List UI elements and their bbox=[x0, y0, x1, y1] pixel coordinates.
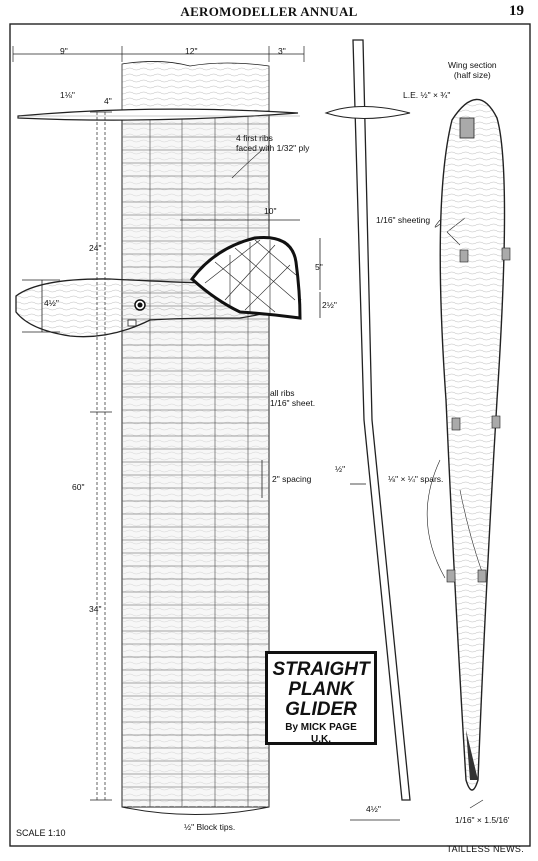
top-dimension-line bbox=[12, 46, 305, 62]
note-all-ribs: all ribs 1/16" sheet. bbox=[270, 388, 316, 408]
dim-2in-spacing: 2" spacing bbox=[272, 474, 312, 484]
leading-edge-block bbox=[459, 117, 475, 139]
title-line-1: STRAIGHT bbox=[272, 659, 370, 680]
wing-front-view bbox=[17, 108, 300, 121]
dim-5in: 5" bbox=[315, 262, 323, 272]
dim-2-1-2in: 2½" bbox=[322, 300, 337, 310]
dim-34in: 34" bbox=[89, 604, 102, 614]
note-sheeting: 1/16" sheeting bbox=[376, 215, 431, 225]
title-country: U.K. bbox=[311, 734, 331, 745]
note-first-ribs: 4 first ribs faced with 1/32" ply bbox=[236, 133, 310, 153]
dim-4-1-2in-bottom: 4½" bbox=[366, 804, 381, 814]
note-trailing-edge: 1/16" × 1.5/16' bbox=[455, 815, 510, 825]
dim-24in: 24" bbox=[89, 243, 102, 253]
wing-planform bbox=[121, 61, 270, 815]
wing-ribs bbox=[122, 123, 269, 801]
fuselage-front-view bbox=[324, 39, 411, 801]
dim-1-1-8in: 1⅛" bbox=[60, 90, 75, 100]
dim-3in: 3" bbox=[278, 46, 286, 56]
dim-4-1-2in: 4½" bbox=[44, 298, 59, 308]
title-byline: By MICK PAGE bbox=[285, 722, 357, 733]
fuselage-side-view bbox=[15, 236, 302, 338]
dim-4in: 4" bbox=[104, 96, 112, 106]
wing-spars bbox=[149, 112, 249, 807]
dim-12in: 12" bbox=[185, 46, 198, 56]
note-block-tips: ½" Block tips. bbox=[184, 822, 236, 832]
tow-hook-icon bbox=[127, 319, 137, 327]
note-wing-section: Wing section (half size) bbox=[448, 60, 497, 80]
scale-label: SCALE 1:10 bbox=[16, 828, 66, 838]
page-header-title: AEROMODELLER ANNUAL bbox=[180, 4, 358, 19]
note-spars: ⅛" × ¼" spars. bbox=[388, 474, 444, 484]
drawing-border bbox=[9, 23, 531, 847]
page-number: 19 bbox=[509, 3, 524, 19]
dim-9in: 9" bbox=[60, 46, 68, 56]
vertical-dimension-lines bbox=[96, 112, 106, 800]
dim-10in: 10" bbox=[264, 206, 277, 216]
title-line-3: GLIDER bbox=[285, 699, 357, 720]
note-leading-edge: L.E. ½" × ¾" bbox=[403, 90, 451, 100]
source-credit: TAILLESS NEWS. bbox=[446, 844, 524, 854]
wing-section bbox=[439, 98, 511, 791]
title-line-2: PLANK bbox=[288, 679, 354, 700]
dim-60in: 60" bbox=[72, 482, 85, 492]
dim-half-in: ½" bbox=[335, 464, 346, 474]
title-box: STRAIGHT PLANK GLIDER By MICK PAGE U.K. bbox=[265, 651, 377, 745]
